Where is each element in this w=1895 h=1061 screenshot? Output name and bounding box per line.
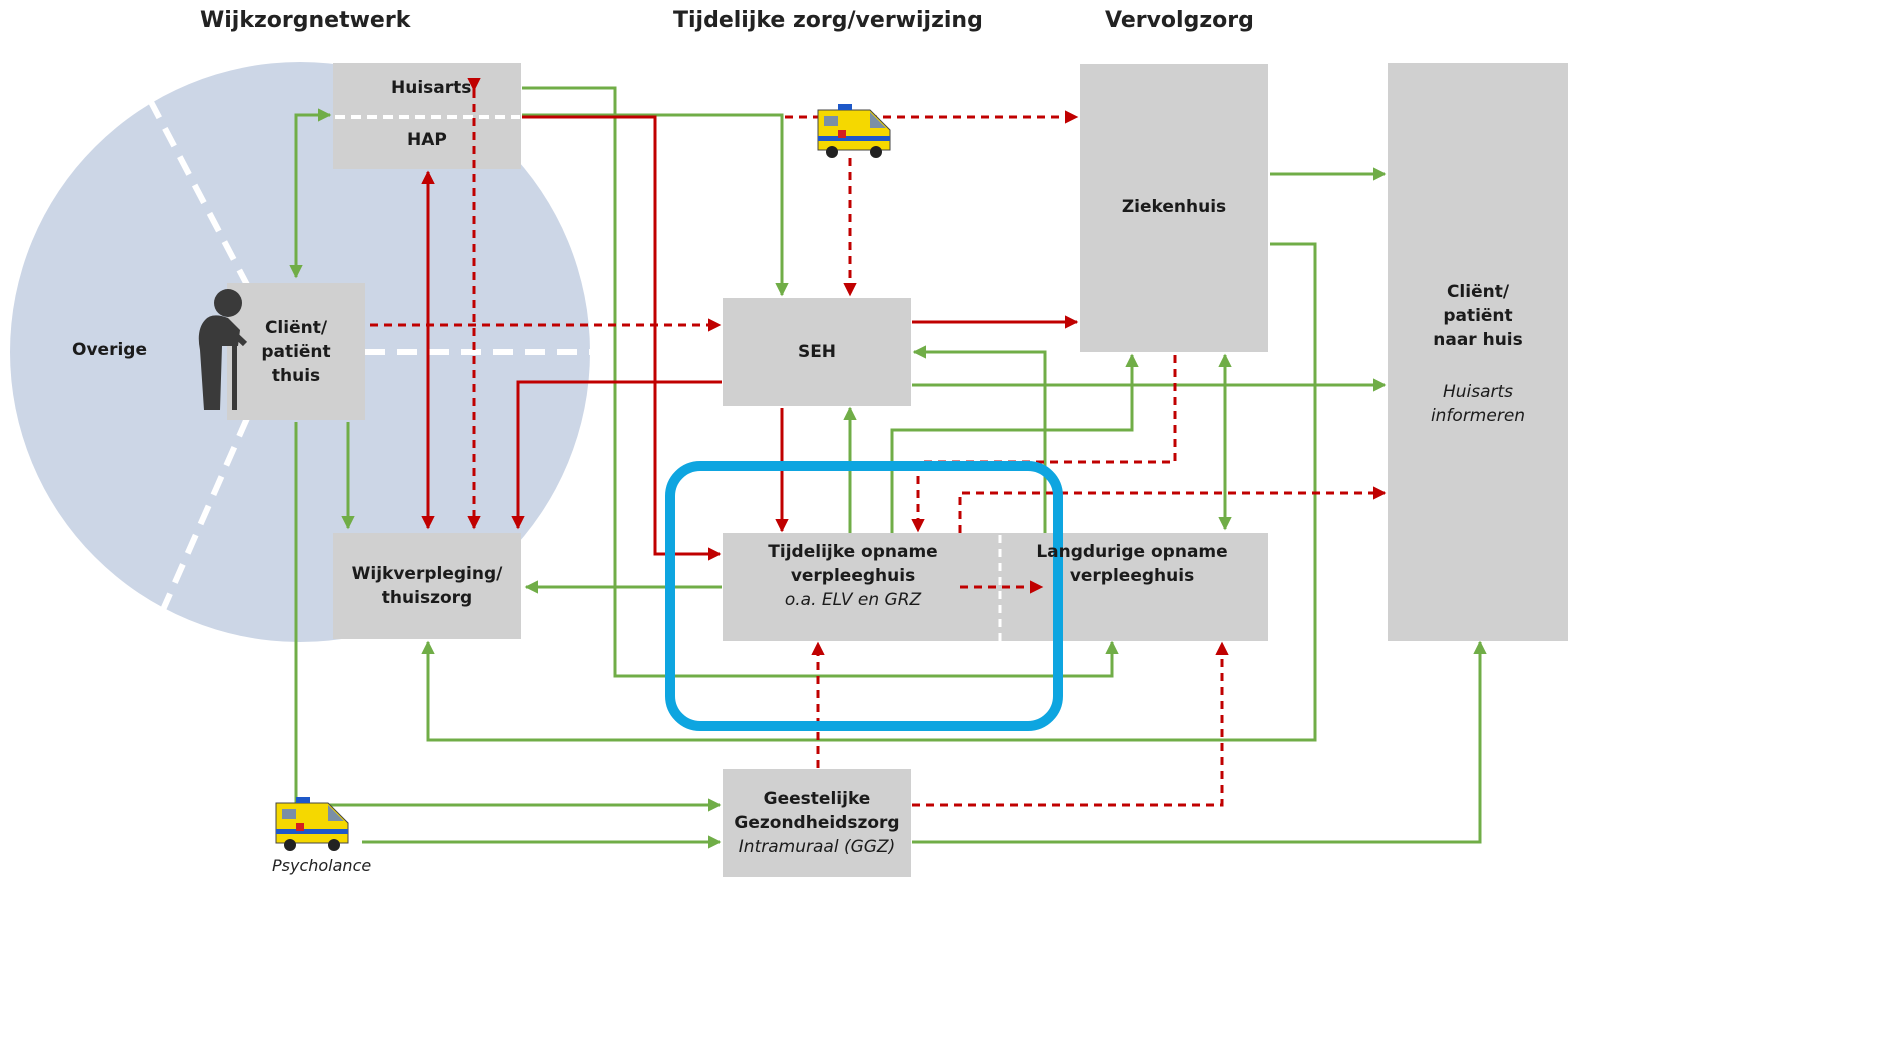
box-seh bbox=[723, 298, 911, 406]
tijdelijke-opname-line2: verpleeghuis bbox=[790, 566, 916, 586]
node-ziekenhuis: Ziekenhuis bbox=[1080, 150, 1268, 264]
arrow-huisarts-langdurig bbox=[522, 86, 1119, 678]
arrow-tijdelijk-ziekenhuis bbox=[890, 353, 1139, 533]
ambulance-icon bbox=[817, 104, 891, 158]
arrow-huisarts-tijdelijk bbox=[522, 115, 722, 561]
box-client-thuis bbox=[227, 283, 365, 420]
box-wijkverpleging bbox=[333, 533, 521, 639]
seh-label: SEH bbox=[797, 342, 837, 362]
heading-wijkzorgnetwerk: Wijkzorgnetwerk bbox=[200, 8, 411, 33]
client-huis-sub2: informeren bbox=[1430, 406, 1526, 426]
langdurige-opname-line1: Langdurige opname bbox=[1036, 542, 1228, 562]
arrow-tijdelijk-clienthuis bbox=[958, 486, 1387, 533]
arrow-client-hap bbox=[289, 108, 332, 279]
elderly-person-icon bbox=[198, 289, 248, 410]
psycholance-ambulance-icon bbox=[275, 797, 349, 851]
box-ziekenhuis bbox=[1080, 64, 1268, 352]
tijdelijke-opname-line1: Tijdelijke opname bbox=[768, 542, 938, 562]
arrow-ggz-clienthuis bbox=[912, 640, 1487, 844]
langdurige-opname-line2: verpleeghuis bbox=[1069, 566, 1195, 586]
arrow-seh-wijk bbox=[511, 380, 722, 530]
client-huis-sub1: Huisarts bbox=[1442, 382, 1514, 402]
node-langdurige-opname: Langdurige opname verpleeghuis bbox=[1002, 540, 1262, 590]
box-huisarts-hap bbox=[333, 63, 521, 169]
arrow-ggz-langdurig bbox=[912, 641, 1229, 807]
arrow-langdurig-seh bbox=[912, 345, 1047, 533]
node-wijkverpleging: Wijkverpleging/ thuiszorg bbox=[333, 533, 521, 639]
client-huis-line3: naar huis bbox=[1433, 330, 1523, 350]
node-hap: HAP bbox=[407, 130, 447, 150]
arrow-ziekenhuis-wijk bbox=[421, 242, 1317, 742]
heading-vervolgzorg: Vervolgzorg bbox=[1105, 8, 1254, 33]
node-huisarts: Huisarts bbox=[391, 78, 472, 98]
wijkverpleging-line2: thuiszorg bbox=[381, 588, 473, 608]
label-psycholance: Psycholance bbox=[272, 856, 372, 875]
arrow-huisarts-seh bbox=[522, 113, 789, 297]
red-arrows bbox=[421, 115, 1079, 561]
node-client-huis-note: Huisarts informeren bbox=[1388, 378, 1568, 430]
client-thuis-line1: Cliënt/ bbox=[264, 317, 328, 338]
box-client-naar-huis bbox=[1388, 63, 1568, 641]
label-overige: Overige bbox=[72, 340, 147, 360]
client-huis-line2: patiënt bbox=[1443, 306, 1513, 326]
highlight-frame bbox=[665, 461, 1063, 731]
wijkverpleging-line1: Wijkverpleging/ bbox=[351, 564, 503, 584]
client-thuis-line2: patiënt bbox=[261, 341, 331, 362]
node-tijdelijke-opname: Tijdelijke opname verpleeghuis o.a. ELV … bbox=[723, 540, 983, 630]
client-huis-line1: Cliënt/ bbox=[1446, 282, 1510, 302]
node-ggz: Geestelijke Gezondheidszorg Intramuraal … bbox=[723, 769, 911, 877]
ziekenhuis-label: Ziekenhuis bbox=[1121, 197, 1227, 217]
green-arrows bbox=[289, 86, 1487, 849]
care-network-diagram: Wijkzorgnetwerk Tijdelijke zorg/verwijzi… bbox=[10, 8, 1568, 877]
arrow-ziekenhuis-tijdelijk bbox=[911, 355, 1177, 533]
client-thuis-line3: thuis bbox=[271, 365, 321, 386]
ggz-line2: Gezondheidszorg bbox=[734, 813, 900, 833]
node-seh: SEH bbox=[723, 298, 911, 406]
node-client-thuis: Cliënt/ patiënt thuis bbox=[227, 283, 365, 420]
heading-tijdelijke-zorg: Tijdelijke zorg/verwijzing bbox=[673, 8, 983, 33]
diagram-canvas bbox=[10, 62, 1568, 877]
tijdelijke-opname-sub: o.a. ELV en GRZ bbox=[784, 590, 922, 610]
ggz-line1: Geestelijke bbox=[763, 789, 871, 809]
node-client-naar-huis: Cliënt/ patiënt naar huis bbox=[1388, 275, 1568, 357]
box-ggz bbox=[723, 769, 911, 877]
ggz-sub: Intramuraal (GGZ) bbox=[738, 837, 896, 857]
